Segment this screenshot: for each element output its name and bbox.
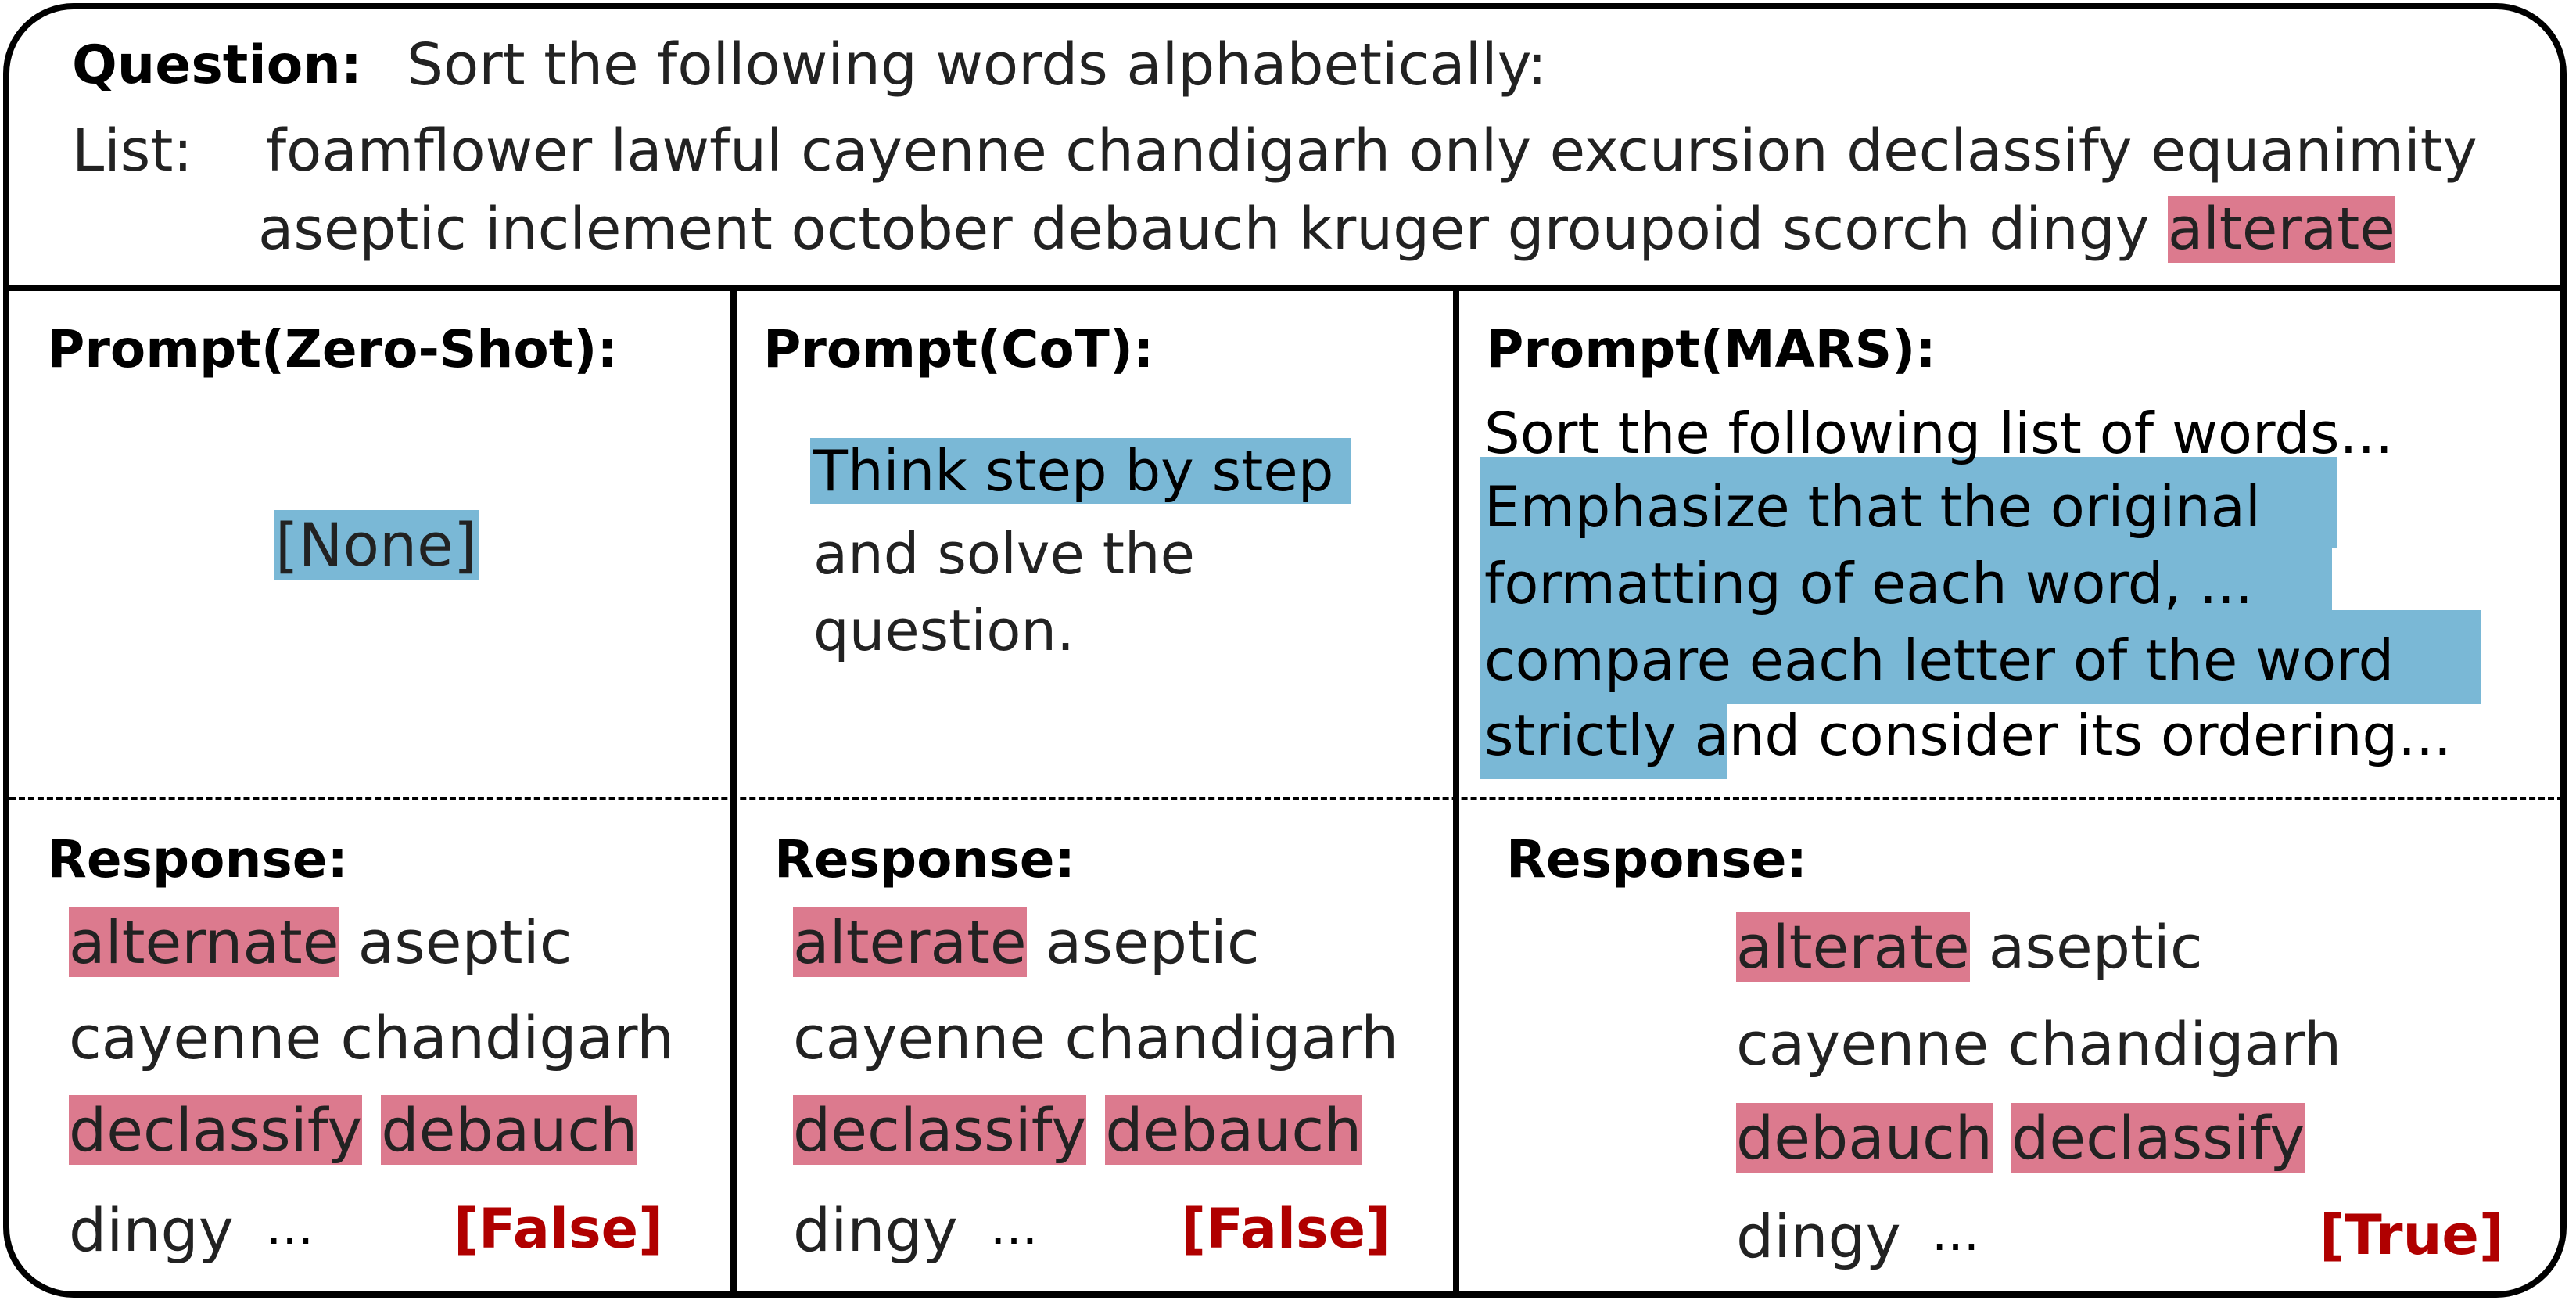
response-word-highlight: declassify bbox=[793, 1095, 1087, 1165]
question-divider bbox=[9, 285, 2563, 291]
prompt-mars-line2: Emphasize that the original bbox=[1484, 474, 2261, 540]
response-zero-shot-line4: dingy bbox=[69, 1195, 234, 1265]
prompt-mars-line3: formatting of each word, ... bbox=[1484, 551, 2253, 616]
response-cot-line1: alterate aseptic bbox=[793, 907, 1260, 977]
response-mars-line1: alterate aseptic bbox=[1736, 912, 2203, 982]
column-divider-2 bbox=[1453, 288, 1459, 1297]
response-word-highlight: debauch bbox=[1105, 1095, 1362, 1165]
prompt-mars-line5-rest: and consider its ordering... bbox=[1694, 702, 2452, 768]
response-zero-shot-ellipsis: ... bbox=[266, 1198, 314, 1256]
response-word-highlight: debauch bbox=[381, 1095, 638, 1165]
response-cot-label: Response: bbox=[774, 829, 1075, 889]
mars-highlight-block-1 bbox=[1480, 457, 2337, 548]
response-word-highlight: alterate bbox=[793, 907, 1027, 977]
response-mars-line2: cayenne chandigarh bbox=[1736, 1009, 2342, 1079]
prompt-cot-highlight: Think step by step bbox=[810, 438, 1351, 504]
verdict-mars: [True] bbox=[2319, 1203, 2504, 1267]
response-word-highlight: alternate bbox=[69, 907, 339, 977]
mars-highlight-block-4 bbox=[1480, 701, 1727, 779]
response-word-highlight: declassify bbox=[69, 1095, 363, 1165]
response-zero-shot-label: Response: bbox=[47, 829, 348, 889]
response-cot-line3: declassify debauch bbox=[793, 1095, 1362, 1165]
word-list-line2-words: aseptic inclement october debauch kruger… bbox=[258, 196, 2150, 263]
prompt-mars-line4: compare each letter of the word bbox=[1484, 627, 2395, 693]
prompt-mars-line5: strictly and consider its ordering... bbox=[1484, 702, 2452, 768]
prompt-mars-label: Prompt(MARS): bbox=[1486, 319, 1936, 379]
prompt-response-divider bbox=[9, 797, 2563, 800]
response-mars-ellipsis: ... bbox=[1932, 1205, 1980, 1263]
response-word-highlight: alterate bbox=[1736, 912, 1970, 982]
prompt-cot-line2: and solve the bbox=[813, 521, 1195, 587]
response-word: aseptic bbox=[1988, 912, 2203, 982]
prompt-zero-shot-label: Prompt(Zero-Shot): bbox=[47, 319, 618, 379]
response-cot-line2: cayenne chandigarh bbox=[793, 1003, 1399, 1072]
prompt-zero-shot-content: [None] bbox=[274, 510, 479, 580]
highlighted-word: alterate bbox=[2168, 196, 2395, 263]
prompt-mars-strictly: strictly bbox=[1484, 702, 1677, 768]
word-list-line1: foamflower lawful cayenne chandigarh onl… bbox=[266, 117, 2477, 185]
response-zero-shot-line3: declassify debauch bbox=[69, 1095, 638, 1165]
response-cot-ellipsis: ... bbox=[990, 1198, 1039, 1256]
response-word-highlight: debauch bbox=[1736, 1103, 1993, 1173]
response-zero-shot-line1: alternate aseptic bbox=[69, 907, 572, 977]
prompt-mars-line1: Sort the following list of words... bbox=[1484, 401, 2394, 466]
verdict-cot: [False] bbox=[1181, 1197, 1391, 1261]
response-mars-label: Response: bbox=[1506, 829, 1807, 889]
response-word: aseptic bbox=[1045, 907, 1260, 977]
response-zero-shot-line2: cayenne chandigarh bbox=[69, 1003, 675, 1072]
verdict-zero-shot: [False] bbox=[454, 1197, 664, 1261]
word-list-line2: aseptic inclement october debauch kruger… bbox=[258, 196, 2395, 263]
prompt-cot-line3: question. bbox=[813, 598, 1075, 663]
mars-highlight-block-3 bbox=[1480, 610, 2481, 704]
response-cot-line4: dingy bbox=[793, 1195, 958, 1265]
response-mars-line3: debauch declassify bbox=[1736, 1103, 2305, 1173]
response-word: aseptic bbox=[357, 907, 572, 977]
column-divider-1 bbox=[730, 288, 737, 1297]
list-label: List: bbox=[72, 117, 193, 185]
response-mars-line4: dingy bbox=[1736, 1202, 1901, 1271]
prompt-cot-label: Prompt(CoT): bbox=[763, 319, 1154, 379]
response-word-highlight: declassify bbox=[2011, 1103, 2305, 1173]
question-text: Sort the following words alphabetically: bbox=[407, 31, 1548, 99]
question-label: Question: bbox=[72, 34, 362, 96]
